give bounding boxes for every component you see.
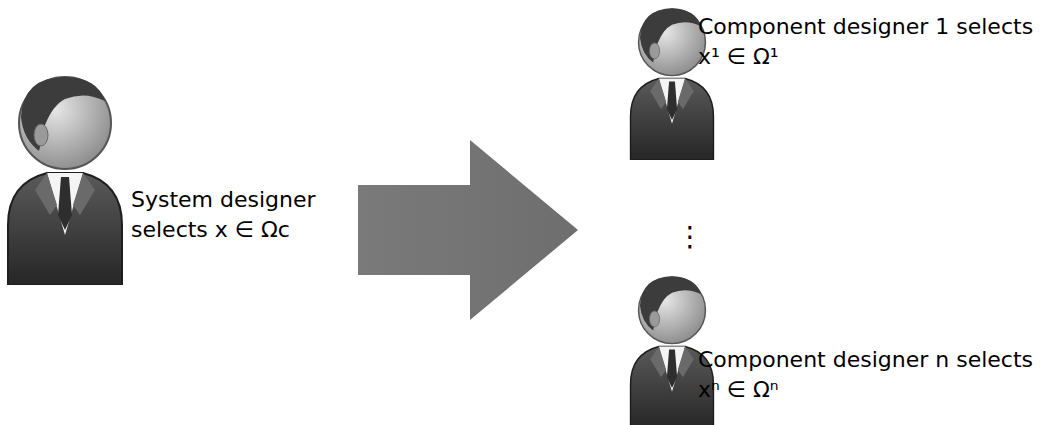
designer-label: Component designer n selects xⁿ ∈ Ωⁿ	[698, 345, 1038, 405]
designer-node: Component designer n selects xⁿ ∈ Ωⁿ	[698, 345, 1038, 405]
designer-node: Component designer 1 selects x¹ ∈ Ω¹	[698, 12, 1038, 72]
ellipsis-mark: ⋮	[676, 222, 704, 252]
designer-label: Component designer 1 selects x¹ ∈ Ω¹	[698, 12, 1038, 72]
designer-label: System designer selects x ∈ Ωc	[131, 185, 336, 245]
block-arrow	[358, 140, 578, 320]
designer-node: System designer selects x ∈ Ωc	[131, 185, 336, 245]
person-icon	[8, 77, 122, 285]
